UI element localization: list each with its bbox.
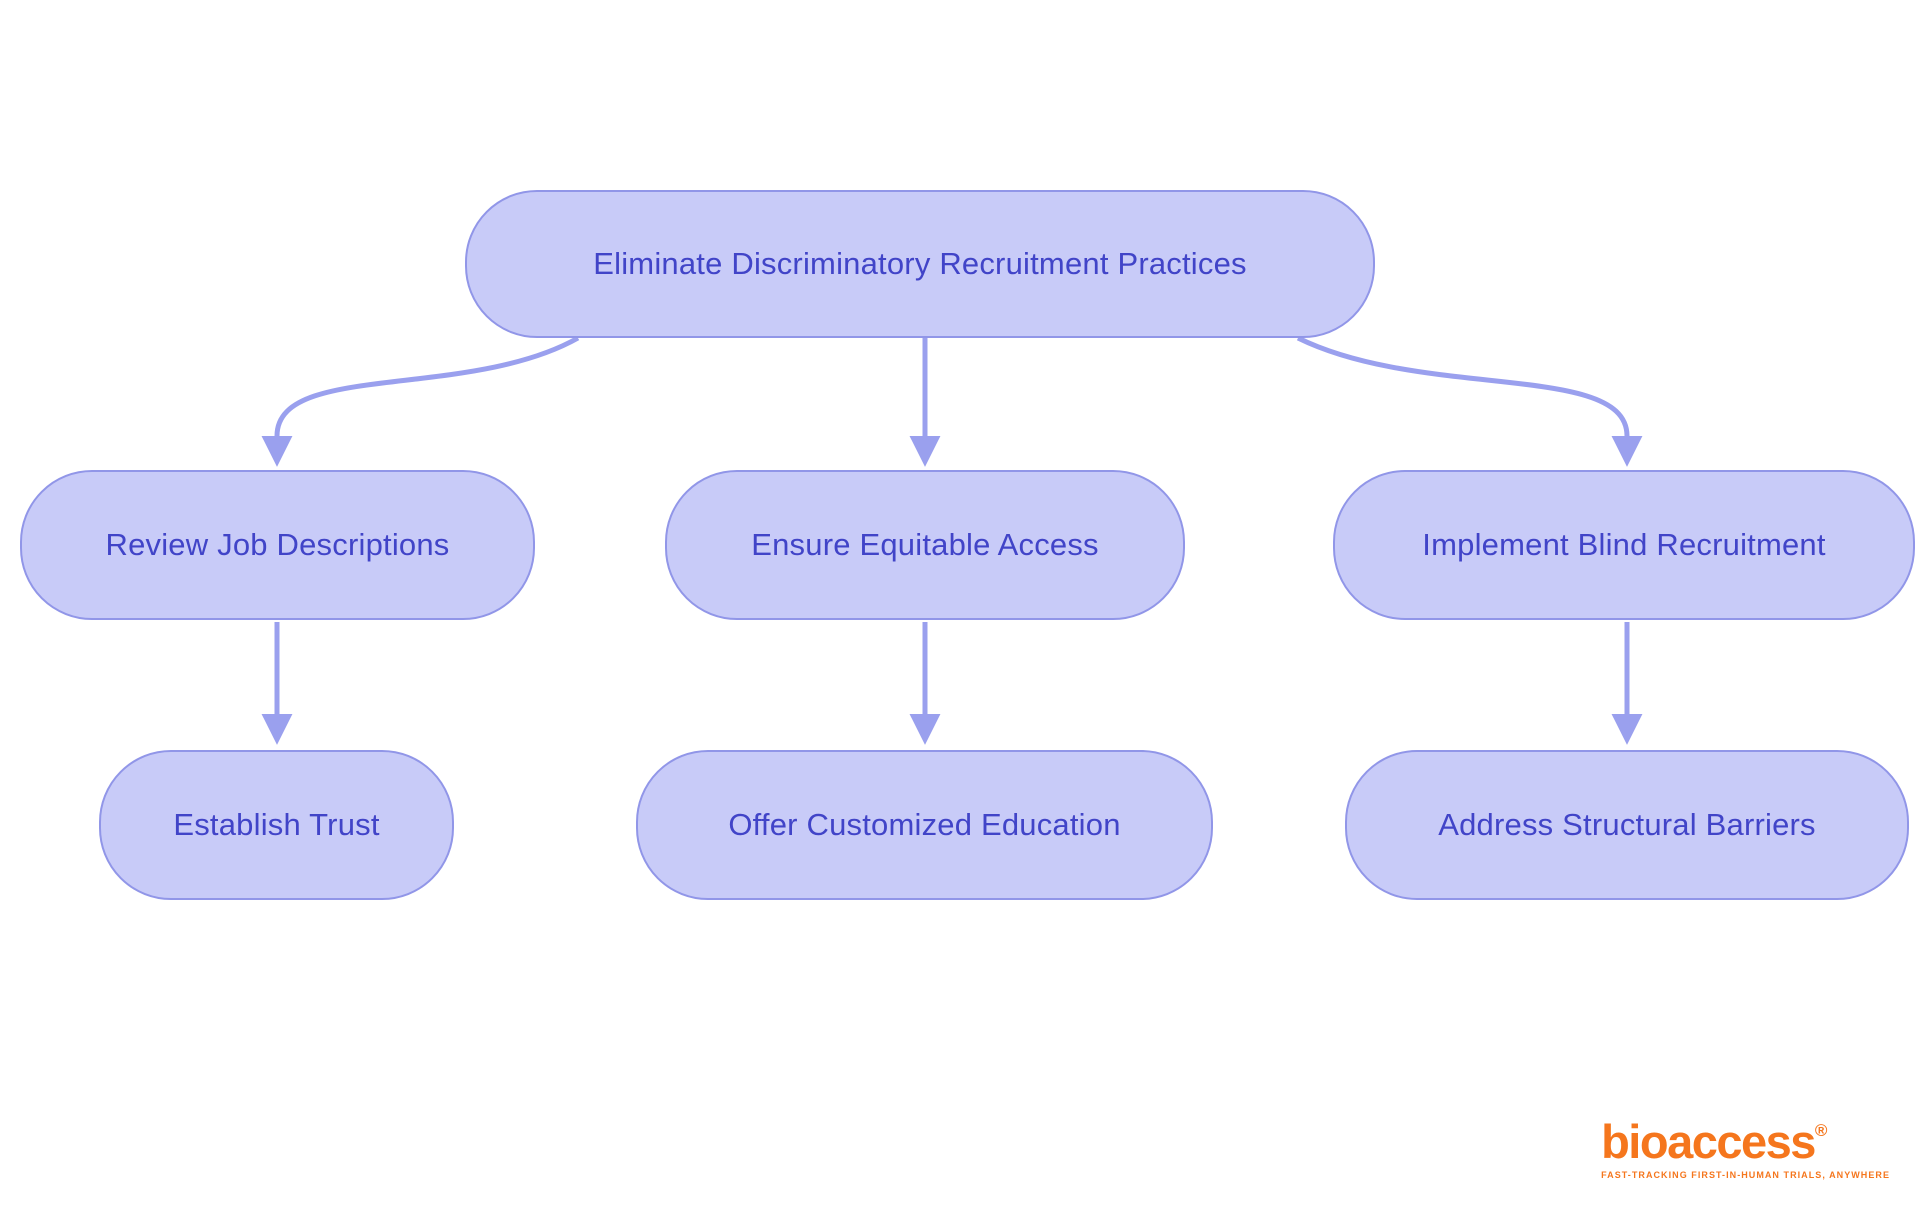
node-branch2-label: Ensure Equitable Access (751, 527, 1099, 562)
node-offer-customized-education: Offer Customized Education (636, 750, 1213, 900)
node-leaf3-label: Address Structural Barriers (1438, 807, 1816, 842)
registered-trademark-symbol: ® (1814, 1121, 1828, 1140)
node-branch3-label: Implement Blind Recruitment (1422, 527, 1826, 562)
node-implement-blind-recruitment: Implement Blind Recruitment (1333, 470, 1915, 620)
edge-root-branch3 (1296, 335, 1643, 467)
bioaccess-logo-text: bioaccess (1601, 1115, 1816, 1168)
bioaccess-logo-wordmark: bioaccess® (1601, 1118, 1827, 1165)
bioaccess-logo: bioaccess® FAST-TRACKING FIRST-IN-HUMAN … (1601, 1118, 1890, 1180)
edge-root-branch1 (261, 335, 580, 467)
node-root-label: Eliminate Discriminatory Recruitment Pra… (593, 246, 1247, 281)
node-ensure-equitable-access: Ensure Equitable Access (665, 470, 1185, 620)
node-address-structural-barriers: Address Structural Barriers (1345, 750, 1909, 900)
bioaccess-logo-tagline: FAST-TRACKING FIRST-IN-HUMAN TRIALS, ANY… (1601, 1170, 1890, 1180)
node-establish-trust: Establish Trust (99, 750, 454, 900)
node-review-job-descriptions: Review Job Descriptions (20, 470, 535, 620)
node-leaf2-label: Offer Customized Education (728, 807, 1121, 842)
node-leaf1-label: Establish Trust (173, 807, 380, 842)
node-branch1-label: Review Job Descriptions (105, 527, 450, 562)
node-root: Eliminate Discriminatory Recruitment Pra… (465, 190, 1375, 338)
